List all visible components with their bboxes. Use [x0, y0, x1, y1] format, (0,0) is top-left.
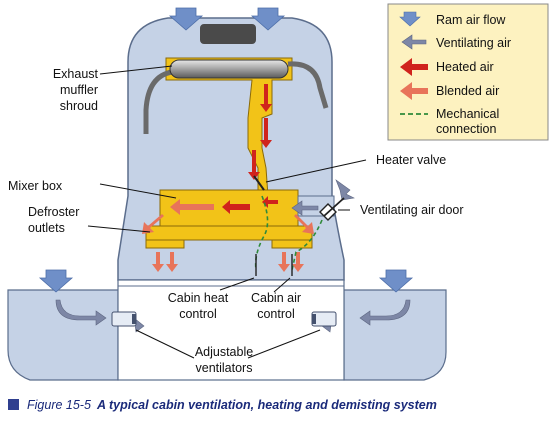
- svg-text:shroud: shroud: [60, 99, 98, 113]
- defroster-manifold: [145, 225, 313, 241]
- callout-cabin-heat-control: Cabin heat control: [168, 291, 229, 321]
- mechanical-connections: [254, 195, 323, 271]
- svg-text:control: control: [179, 307, 217, 321]
- defroster-outlet-right: [271, 239, 313, 249]
- right-ventilator: [311, 311, 337, 327]
- svg-text:Ventilating air: Ventilating air: [436, 36, 511, 50]
- svg-text:Cabin air: Cabin air: [251, 291, 301, 305]
- legend: Ram air flow Ventilating air Heated air …: [387, 3, 549, 141]
- svg-text:Adjustable: Adjustable: [195, 345, 253, 359]
- svg-text:Exhaust: Exhaust: [53, 67, 99, 81]
- callout-heater-valve: Heater valve: [376, 153, 446, 167]
- blended-air-arrows: [142, 199, 314, 272]
- heated-air-arrows: [222, 84, 278, 214]
- callout-ventilating-air-door: Ventilating air door: [360, 203, 464, 217]
- callout-cabin-air-control: Cabin air control: [251, 291, 301, 321]
- callout-defroster-outlets: Defroster outlets: [28, 205, 79, 235]
- svg-text:Ram air flow: Ram air flow: [436, 13, 506, 27]
- svg-text:connection: connection: [436, 122, 497, 136]
- heated-air-arrow-icon: [400, 58, 428, 76]
- figure-title: A typical cabin ventilation, heating and…: [96, 398, 437, 412]
- legend-item-heated-air: Heated air: [400, 58, 494, 76]
- svg-text:muffler: muffler: [60, 83, 98, 97]
- legend-box: [387, 3, 549, 141]
- blended-air-arrow-icon: [400, 82, 428, 100]
- legend-item-ventilating-air: Ventilating air: [401, 34, 511, 50]
- heater-valve-flap: [253, 175, 265, 191]
- cabin-ventilation-diagram: Exhaust muffler shroud Mixer box Defrost…: [7, 3, 549, 381]
- leader-lines: [87, 65, 367, 359]
- ventilating-air-door: [319, 197, 345, 221]
- svg-text:outlets: outlets: [28, 221, 65, 235]
- ram-air-arrow-icon: [399, 11, 421, 27]
- figure-caption: Figure 15-5 A typical cabin ventilation, …: [8, 398, 554, 412]
- svg-text:Blended air: Blended air: [436, 84, 499, 98]
- svg-text:control: control: [257, 307, 295, 321]
- figure-number: Figure 15-5: [27, 398, 91, 412]
- callout-mixer-box: Mixer box: [8, 179, 63, 193]
- callout-adjustable-ventilators: Adjustable ventilators: [195, 345, 253, 375]
- svg-text:Mechanical: Mechanical: [436, 107, 499, 121]
- cabin-right-panel: [343, 289, 447, 381]
- defroster-outlet-left: [145, 239, 185, 249]
- callout-exhaust: Exhaust muffler shroud: [53, 67, 99, 113]
- svg-text:Defroster: Defroster: [28, 205, 79, 219]
- exhaust-pipe-right: [287, 61, 329, 109]
- top-inlet-block: [200, 24, 256, 44]
- ram-air-arrows: [38, 7, 414, 293]
- cabin-left-panel: [7, 289, 119, 381]
- svg-text:ventilators: ventilators: [196, 361, 253, 375]
- svg-text:Cabin heat: Cabin heat: [168, 291, 229, 305]
- caption-square-icon: [8, 399, 19, 410]
- svg-text:Heated air: Heated air: [436, 60, 494, 74]
- ventilating-air-arrow-icon: [401, 34, 427, 50]
- legend-item-ram-air: Ram air flow: [399, 11, 506, 27]
- exhaust-pipe-left: [143, 69, 173, 134]
- legend-item-blended-air: Blended air: [400, 82, 499, 100]
- left-ventilator: [111, 311, 137, 327]
- cabin-center-panel: [117, 279, 345, 381]
- exhaust-muffler: [169, 59, 289, 79]
- legend-item-mechanical-connection: Mechanical connection: [400, 107, 499, 136]
